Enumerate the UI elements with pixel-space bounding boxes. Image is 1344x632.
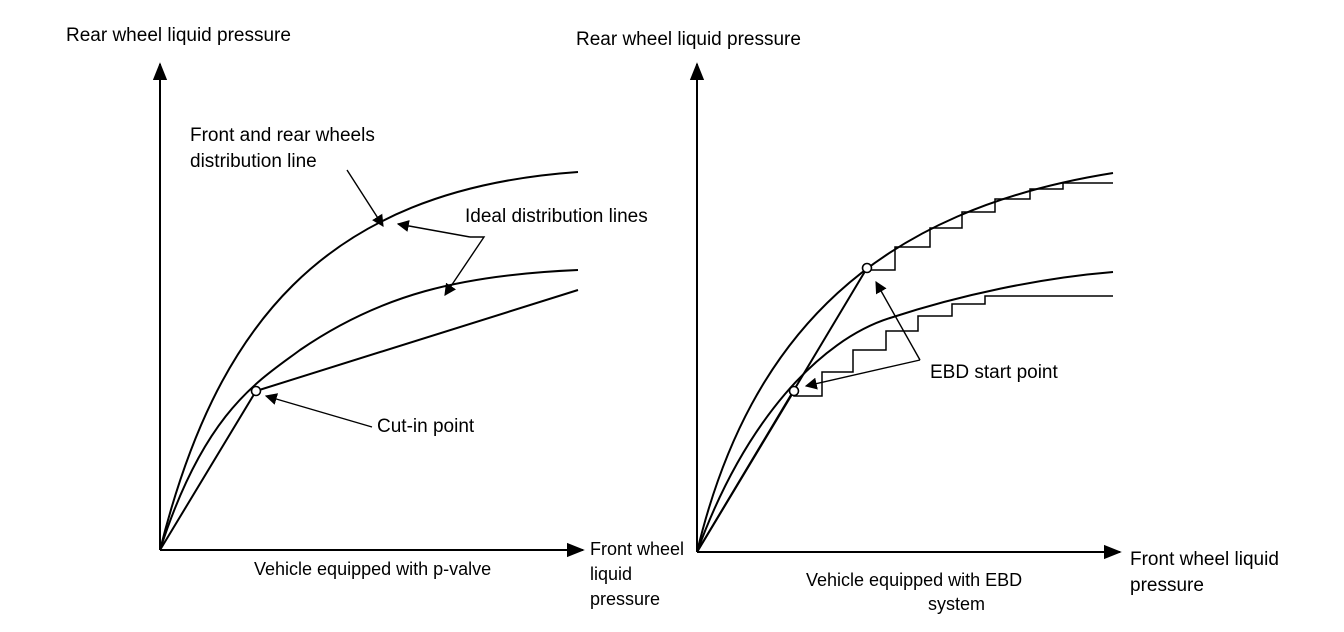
right-caption-line-1: Vehicle equipped with EBD — [806, 570, 1023, 590]
left-callout-ideal-distribution: Ideal distribution lines — [465, 206, 648, 227]
left-callout-distribution-line-1: Front and rear wheels — [190, 125, 375, 146]
right-x-axis-label-1: Front wheel liquid — [1130, 549, 1279, 570]
left-arrow-cut-in — [264, 393, 373, 428]
left-x-axis-label-3: pressure — [590, 589, 661, 609]
right-lower-ebd-start-marker — [788, 385, 800, 397]
left-ideal-distribution-curve — [159, 269, 579, 551]
right-upper-ebd-start-marker — [861, 262, 873, 274]
left-front-rear-distribution-curve — [159, 171, 579, 551]
left-x-axis-label-2: liquid — [590, 564, 633, 584]
left-caption: Vehicle equipped with p-valve — [254, 559, 492, 579]
left-y-axis-label: Rear wheel liquid pressure — [66, 25, 291, 46]
left-arrow-ideal-elbow — [444, 236, 486, 296]
right-lower-ebd-staircase — [793, 295, 1113, 397]
right-upper-distribution-curve — [696, 172, 1114, 553]
right-y-axis-label: Rear wheel liquid pressure — [576, 29, 801, 50]
left-callout-cut-in-point: Cut-in point — [377, 416, 475, 437]
left-arrow-distribution-line — [346, 169, 384, 228]
left-callout-distribution-line-2: distribution line — [190, 151, 317, 172]
left-panel-graphics — [152, 62, 585, 558]
left-arrow-ideal-upper — [396, 220, 471, 238]
left-x-axis-label-1: Front wheel — [590, 539, 685, 559]
right-callout-ebd-start-point: EBD start point — [930, 362, 1058, 383]
right-panel-graphics — [689, 62, 1122, 560]
right-line-to-lower-start — [696, 390, 795, 553]
right-arrow-ebd-lower — [804, 359, 921, 390]
right-upper-ebd-staircase — [866, 182, 1113, 271]
right-x-axis-label-2: pressure — [1130, 575, 1204, 596]
right-arrow-ebd-upper — [875, 280, 921, 361]
left-cut-in-point-marker — [250, 385, 262, 397]
right-lower-distribution-curve — [696, 271, 1114, 553]
right-caption-line-2: system — [928, 594, 986, 614]
